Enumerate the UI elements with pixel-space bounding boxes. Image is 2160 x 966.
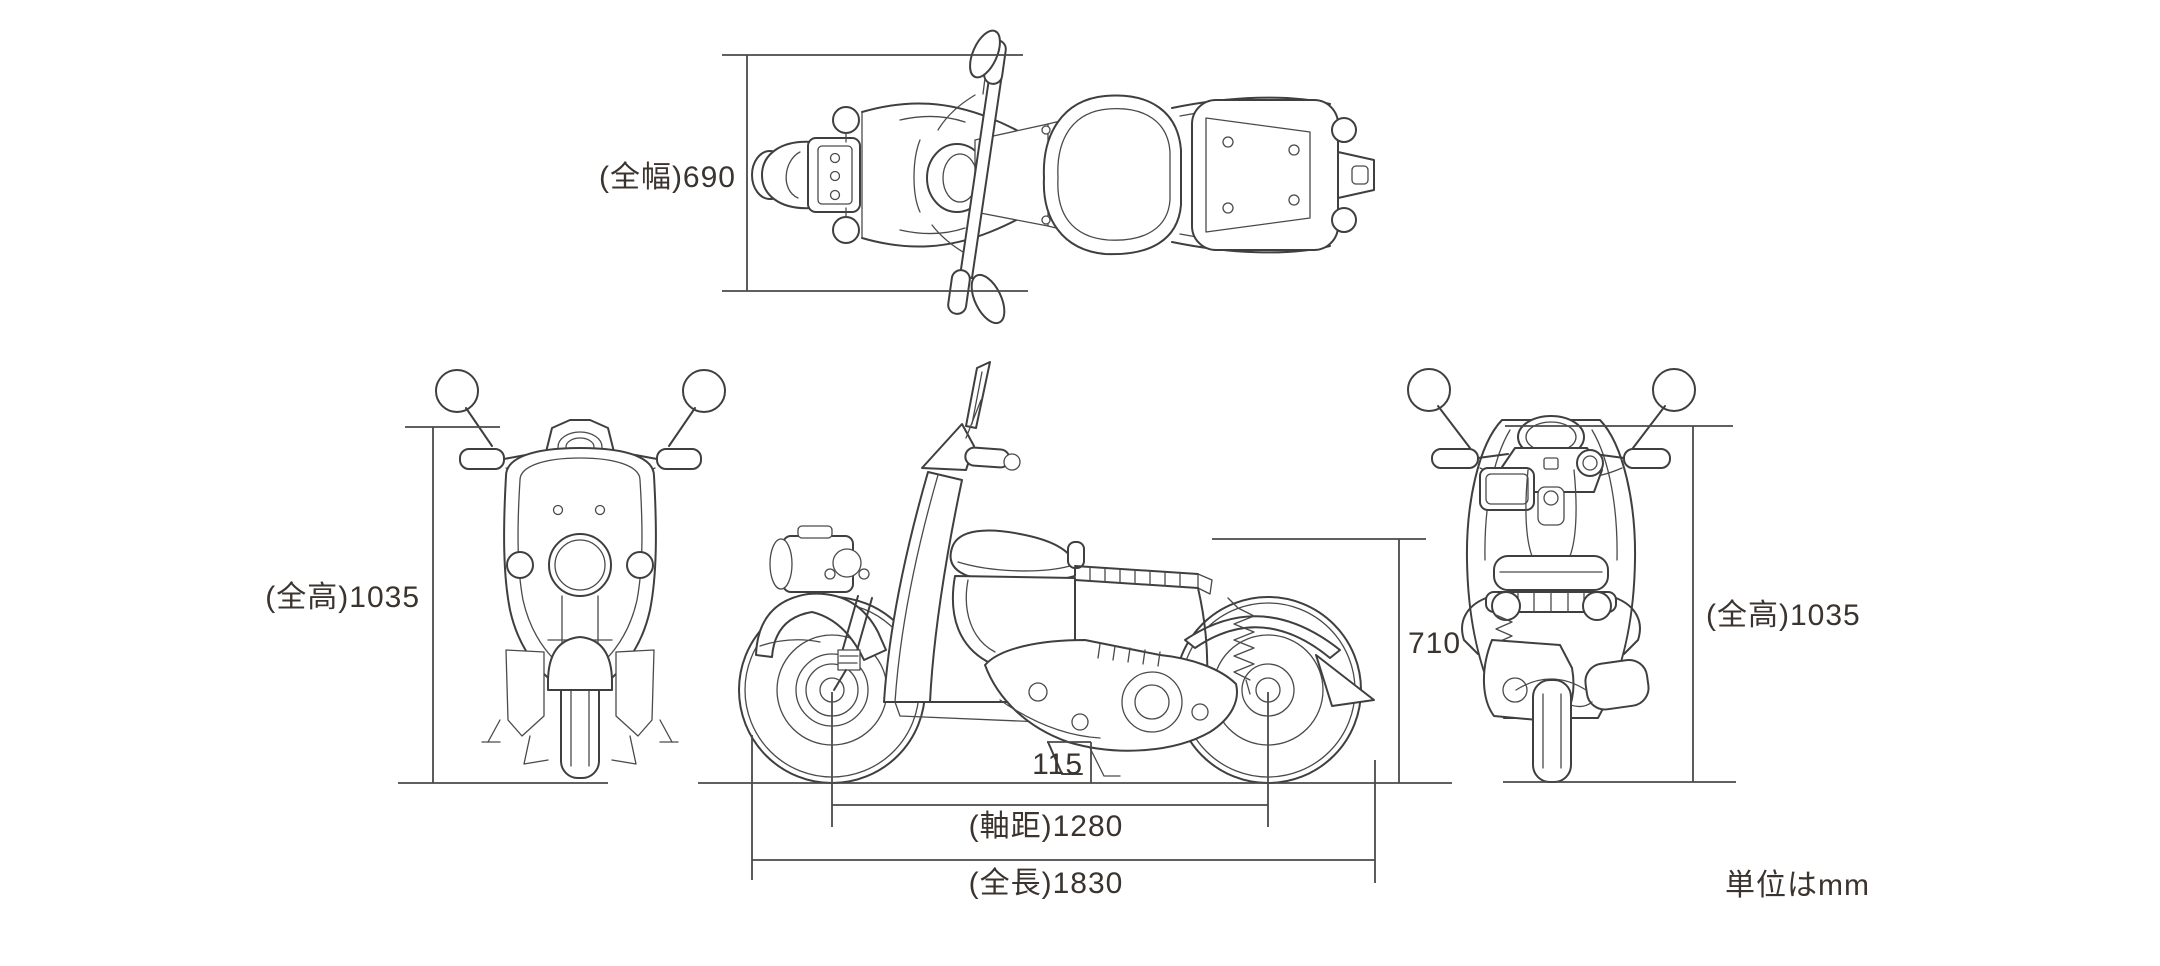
- grip-left-icon: [1431, 448, 1479, 469]
- front-underbody: [481, 649, 679, 765]
- grab-rail-icon: [1615, 597, 1641, 655]
- rear-turn-signal-left-icon: [1491, 591, 1521, 621]
- dim-label-overall-length: (全長)1830: [969, 867, 1124, 900]
- side-view-drawing: [738, 361, 1375, 784]
- stand-side: [1047, 741, 1121, 777]
- rear-handlebar: [1431, 448, 1671, 479]
- mirror-bottom-icon: [970, 273, 1006, 325]
- rear-turn-signal-right-icon: [1582, 591, 1612, 621]
- mirror-left-icon: [1407, 368, 1451, 412]
- top-view-drawing: [751, 29, 1375, 325]
- top-view-rear: [1042, 94, 1375, 256]
- dim-label-overall-width: (全幅)690: [599, 161, 736, 194]
- mud-flap-icon: [1315, 654, 1375, 707]
- front-turn-signal-left-icon: [832, 106, 860, 134]
- grip-left-icon: [459, 448, 505, 470]
- dimension-seat-height: 710: [1212, 538, 1461, 783]
- dim-label-wheelbase: (軸距)1280: [969, 810, 1124, 843]
- turn-signal-left-icon: [506, 551, 534, 579]
- grip-right-icon: [1623, 448, 1671, 469]
- brake-lever-icon: [937, 94, 976, 131]
- rear-view-drawing: [1407, 368, 1696, 783]
- front-turn-signal-right-icon: [832, 216, 860, 244]
- dimension-overall-width: (全幅)690: [599, 54, 1028, 292]
- rear-tire-icon: [1532, 679, 1572, 783]
- dimension-overall-length: (全長)1830: [751, 735, 1376, 900]
- rear-body-side: [1184, 587, 1375, 734]
- center-column: [1525, 469, 1577, 557]
- dimension-overall-height-rear: (全高)1035: [1503, 425, 1861, 783]
- top-view-front-end: [751, 106, 861, 244]
- seat-rear: [1493, 555, 1609, 591]
- dimension-wheelbase: (軸距)1280: [831, 692, 1269, 843]
- dim-label-overall-height-front: (全高)1035: [265, 581, 420, 614]
- grab-rail-icon: [1461, 597, 1487, 655]
- seat-top-icon: [1042, 94, 1182, 256]
- rack-slats: [1089, 566, 1181, 588]
- carrier-screws: [829, 152, 841, 201]
- grip-right-icon: [656, 448, 702, 470]
- front-view-drawing: [435, 369, 726, 779]
- top-view-handlebar: [931, 29, 1007, 325]
- rear-turn-signal-icon: [1331, 207, 1357, 233]
- rear-shock: [1227, 597, 1255, 695]
- dim-label-seat-height: 710: [1408, 627, 1461, 660]
- front-fork-wheel: [547, 595, 613, 779]
- grip-left-icon: [947, 269, 971, 315]
- headlight-lens-icon: [769, 538, 793, 590]
- handlebar-cover-side: [921, 423, 975, 471]
- rear-fender-side: [1184, 615, 1341, 659]
- turn-signal-right-icon: [626, 551, 654, 579]
- mirror-right-icon: [1652, 368, 1696, 412]
- dimension-overall-height-front: (全高)1035: [265, 426, 608, 784]
- headlight-side: [769, 525, 870, 593]
- grip-side-icon: [964, 446, 1011, 469]
- front-fender-icon: [547, 636, 613, 691]
- mirror-right-icon: [682, 369, 726, 413]
- rear-turn-signal-icon: [1331, 117, 1357, 143]
- muffler-icon: [1584, 658, 1650, 711]
- dim-label-overall-height-rear: (全高)1035: [1706, 599, 1861, 632]
- cockpit-side: [921, 361, 1021, 471]
- keyhole-icon: [1543, 490, 1559, 506]
- engine-side: [984, 639, 1238, 752]
- dim-label-ground-clearance: 115: [1032, 748, 1083, 781]
- rack-screws: [1222, 136, 1300, 214]
- mirror-top-icon: [969, 29, 1001, 79]
- cooling-fins: [1097, 643, 1161, 667]
- dimension-ground-clearance: 115: [1032, 741, 1092, 783]
- rear-rack-side: [1067, 541, 1213, 595]
- headlight-dome-icon: [761, 140, 813, 210]
- mirror-left-icon: [435, 369, 479, 413]
- front-fork-side: [833, 595, 873, 691]
- unit-note: 単位はmm: [1725, 869, 1870, 902]
